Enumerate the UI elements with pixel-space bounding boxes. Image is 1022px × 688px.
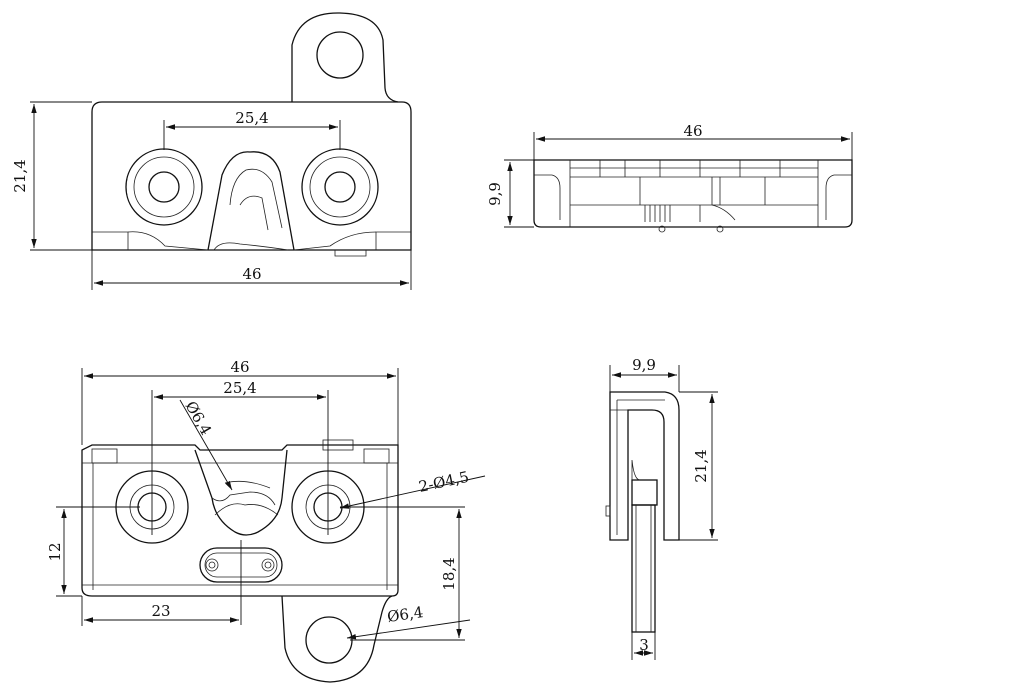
left-mount-ring <box>125 148 203 226</box>
dim-side-height-21-4: 21,4 <box>692 449 710 482</box>
dim-side-width-9-9: 9,9 <box>632 356 656 374</box>
body-outline <box>91 101 412 251</box>
dim-side-width-46: 46 <box>683 122 702 140</box>
body-outline-bottom <box>81 444 399 597</box>
dim-slot-diameter: Ø6,4 <box>182 398 216 438</box>
tab-hole <box>316 31 364 79</box>
dim-pitch-25-4: 25,4 <box>235 109 268 127</box>
right-mount-ring <box>301 148 379 226</box>
dim-hole-diameter: 2-Ø4,5 <box>417 468 470 496</box>
dim-pitch-25-4-bottom: 25,4 <box>223 379 256 397</box>
dim-width-46-bottom: 46 <box>230 358 249 376</box>
latch-slot-bottom <box>194 449 288 536</box>
side-latch-block <box>631 479 658 506</box>
view-side-bottom: 9,9 21,4 3 <box>605 356 718 660</box>
dim-height-12: 12 <box>46 542 64 561</box>
dim-tab-diameter: Ø6,4 <box>386 603 424 626</box>
view-side-top: 46 9,9 <box>486 122 853 233</box>
dim-offset-23: 23 <box>151 602 170 620</box>
lower-tab-hole <box>305 616 353 664</box>
dim-height-18-4: 18,4 <box>440 557 458 590</box>
left-mount-hole <box>148 171 180 203</box>
dim-thickness-3: 3 <box>639 636 649 654</box>
dim-width-46: 46 <box>242 265 261 283</box>
dim-height-21-4: 21,4 <box>11 159 29 192</box>
dim-side-height-9-9: 9,9 <box>486 182 504 206</box>
side-body-outline-bottom <box>609 391 680 541</box>
view-front-top: 21,4 25,4 46 <box>11 12 412 290</box>
view-front-bottom: 46 25,4 Ø6,4 2-Ø4,5 12 23 18,4 Ø6,4 <box>46 358 486 683</box>
lower-tab <box>281 595 393 683</box>
side-tab <box>631 504 656 633</box>
latch-slot <box>207 151 295 251</box>
right-mount-hole <box>324 171 356 203</box>
side-body-outline <box>533 159 853 228</box>
